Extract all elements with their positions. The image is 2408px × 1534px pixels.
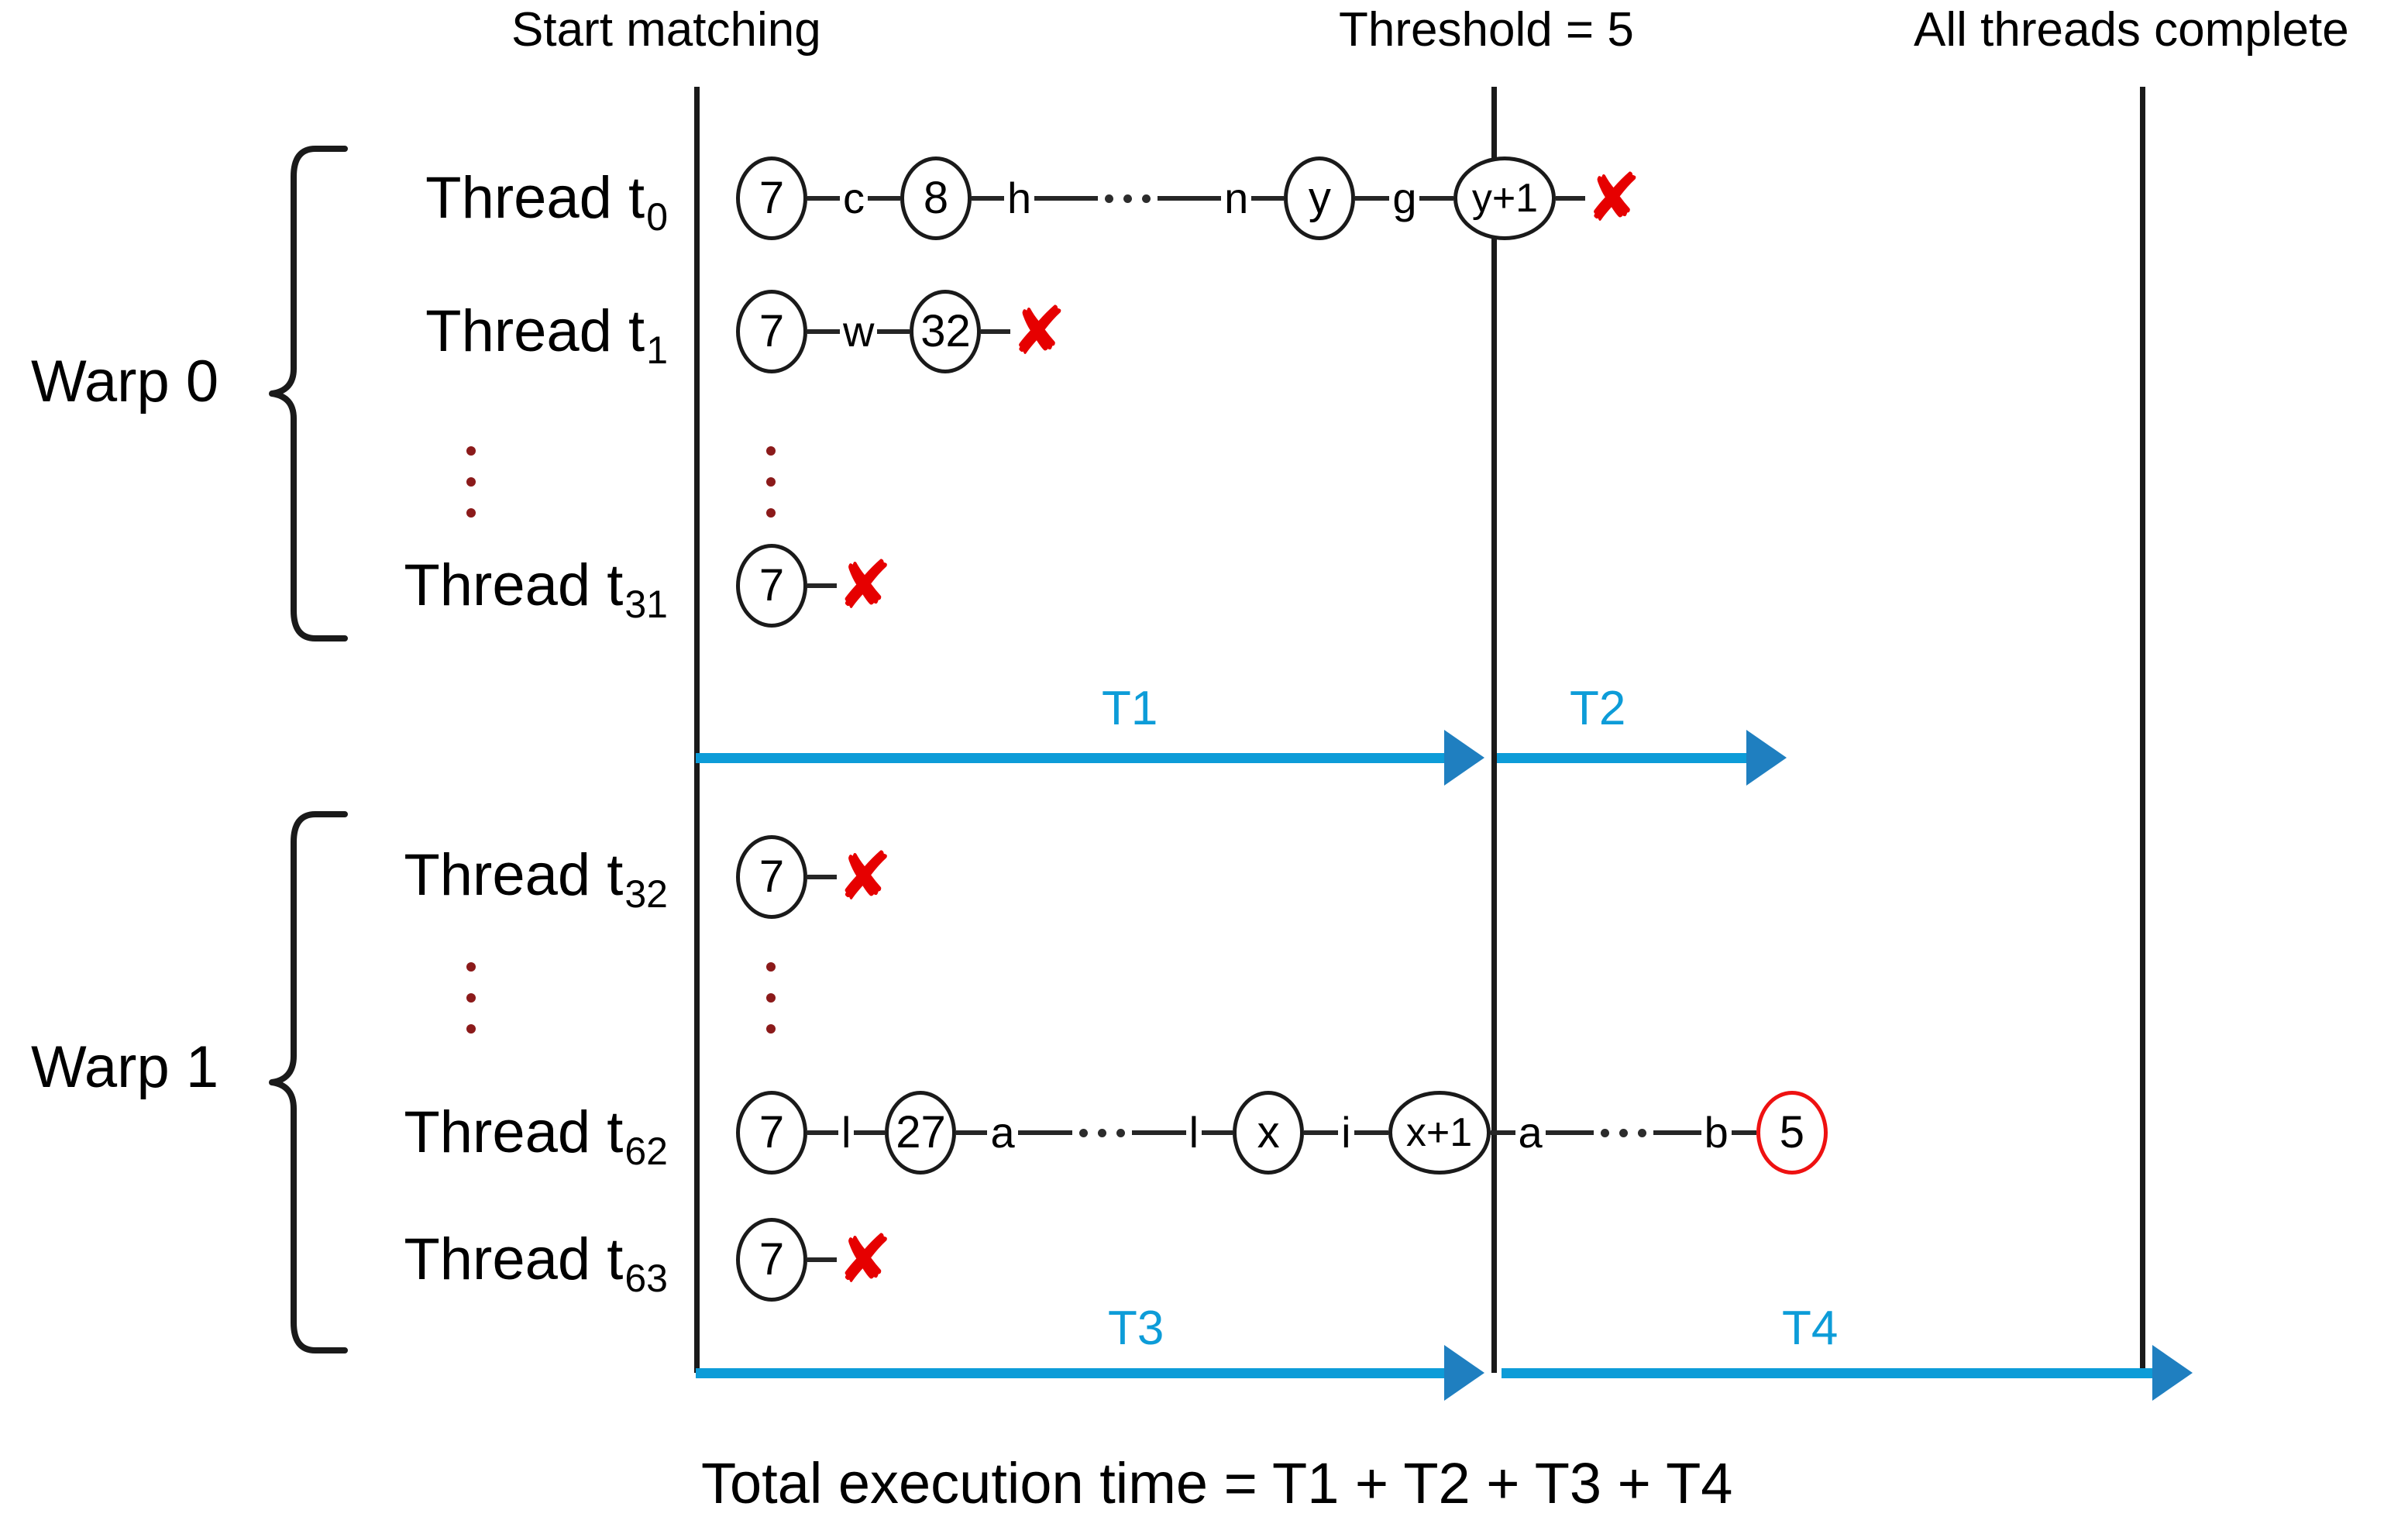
chain-edge-label: n (1224, 174, 1249, 222)
thread-label-t62: Thread t62 (404, 1099, 668, 1174)
chain-node: x (1233, 1091, 1305, 1175)
chain-node: 7 (736, 290, 807, 373)
fail-x-icon: ✘ (837, 1221, 893, 1298)
chain-segment (807, 329, 840, 334)
thread-ellipsis-chain-warp1 (766, 962, 776, 1034)
chain-segment (1158, 196, 1222, 201)
chain-edge-label: a (990, 1108, 1015, 1157)
chain-segment (1034, 196, 1099, 201)
timing-arrowhead-t1 (1444, 730, 1484, 786)
timing-arrowhead-t2 (1746, 730, 1787, 786)
chain-node-match-found: 5 (1756, 1091, 1828, 1175)
chain-segment (1304, 1130, 1339, 1135)
chain-segment (807, 875, 837, 879)
chain-node: 7 (736, 1218, 807, 1302)
fail-x-icon: ✘ (1585, 160, 1642, 237)
timing-label-t2: T2 (1570, 682, 1626, 735)
thread-label-t63: Thread t63 (404, 1226, 668, 1301)
chain-segment (1354, 1130, 1388, 1135)
thread-ellipsis-chain-warp0 (766, 446, 776, 518)
chain-edge-label: b (1704, 1108, 1729, 1157)
chain-edge-label: a (1518, 1108, 1543, 1157)
chain-segment (868, 196, 900, 201)
column-label-all-threads-complete: All threads complete (1914, 3, 2349, 57)
chain-segment (807, 196, 840, 201)
chain-segment (1355, 196, 1390, 201)
thread-label-t1: Thread t1 (425, 298, 668, 373)
timing-arrow-t2 (1497, 753, 1746, 763)
chain-ellipsis (1098, 194, 1158, 203)
chain-segment (854, 1130, 886, 1135)
warp-brace-0 (267, 144, 353, 652)
vline-threshold (1491, 87, 1497, 1373)
chain-node: x+1 (1388, 1091, 1491, 1175)
vline-start-matching (694, 87, 700, 1373)
timing-label-t1: T1 (1102, 682, 1158, 735)
timing-arrow-t4 (1502, 1368, 2152, 1378)
chain-row-t0: 7 c 8 h n y g y+1 ✘ (736, 155, 1642, 242)
chain-row-t31: 7 ✘ (736, 542, 893, 629)
column-label-start-matching: Start matching (511, 3, 821, 57)
warp-brace-1 (267, 810, 353, 1364)
chain-segment (956, 1130, 988, 1135)
chain-node: 32 (910, 290, 982, 373)
timing-label-t3: T3 (1108, 1302, 1164, 1355)
chain-edge-label: g (1392, 174, 1417, 222)
chain-segment (1017, 1130, 1072, 1135)
thread-label-t0: Thread t0 (425, 165, 668, 239)
chain-edge-label: l (1189, 1108, 1199, 1157)
chain-segment (972, 196, 1004, 201)
chain-node: 27 (885, 1091, 957, 1175)
timing-arrow-t1 (696, 753, 1444, 763)
chain-node: 7 (736, 835, 807, 919)
timing-label-t4: T4 (1782, 1302, 1839, 1355)
thread-ellipsis-label-warp1 (466, 962, 476, 1034)
chain-edge-label: i (1341, 1108, 1351, 1157)
chain-row-t32: 7 ✘ (736, 834, 893, 920)
column-label-threshold: Threshold = 5 (1339, 3, 1634, 57)
chain-row-t1: 7 w 32 ✘ (736, 288, 1067, 375)
timing-arrowhead-t4 (2152, 1345, 2193, 1401)
chain-segment (1202, 1130, 1233, 1135)
chain-node: 7 (736, 1091, 807, 1175)
chain-row-t63: 7 ✘ (736, 1216, 893, 1303)
chain-segment (1251, 196, 1285, 201)
chain-edge-label: h (1007, 174, 1032, 222)
chain-segment (1731, 1130, 1756, 1135)
chain-segment (1653, 1130, 1701, 1135)
chain-edge-label: l (841, 1108, 851, 1157)
timing-arrow-t3 (696, 1368, 1444, 1378)
thread-ellipsis-label-warp0 (466, 446, 476, 518)
chain-row-t62: 7 l 27 a l x i x+1 a b 5 (736, 1089, 1828, 1176)
thread-label-t32: Thread t32 (404, 842, 668, 917)
chain-segment (807, 1130, 838, 1135)
chain-node: y+1 (1453, 156, 1557, 240)
warp-label-1: Warp 1 (31, 1034, 219, 1100)
chain-segment (1490, 1130, 1515, 1135)
chain-segment (1131, 1130, 1186, 1135)
thread-label-t31: Thread t31 (404, 552, 668, 627)
fail-x-icon: ✘ (837, 547, 893, 624)
chain-node: 7 (736, 156, 807, 240)
chain-segment (807, 583, 837, 588)
chain-node: 8 (900, 156, 972, 240)
fail-x-icon: ✘ (837, 838, 893, 916)
chain-edge-label: w (843, 307, 875, 356)
chain-segment (807, 1257, 837, 1262)
chain-segment (1419, 196, 1454, 201)
chain-node: 7 (736, 544, 807, 628)
warp-label-0: Warp 0 (31, 349, 219, 414)
chain-ellipsis (1072, 1128, 1132, 1137)
chain-segment (981, 329, 1011, 334)
vline-all-threads-complete (2140, 87, 2145, 1373)
chain-segment (877, 329, 910, 334)
chain-ellipsis (1594, 1128, 1653, 1137)
chain-segment (1545, 1130, 1594, 1135)
chain-edge-label: c (843, 174, 865, 222)
timing-arrowhead-t3 (1444, 1345, 1484, 1401)
footer-total-execution-time: Total execution time = T1 + T2 + T3 + T4 (701, 1451, 1733, 1515)
fail-x-icon: ✘ (1010, 293, 1067, 370)
chain-segment (1556, 196, 1586, 201)
chain-node: y (1284, 156, 1356, 240)
